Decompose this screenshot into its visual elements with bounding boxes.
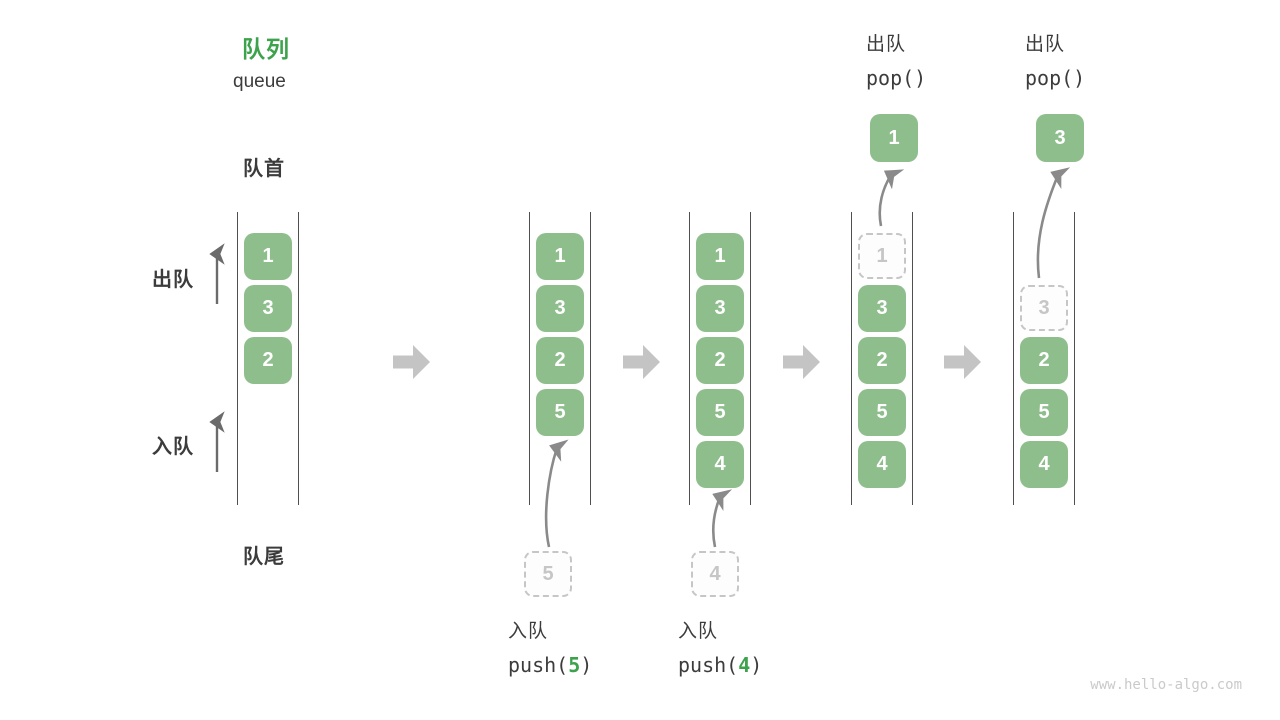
queue-item: 5: [696, 389, 744, 436]
push-arg: 4: [738, 653, 751, 677]
queue-state-5: 3 2 5 4: [1013, 212, 1075, 505]
queue-state-3: 1 3 2 5 4: [689, 212, 751, 505]
label-queue-rear: 队尾: [243, 546, 285, 568]
queue-item: 5: [1020, 389, 1068, 436]
queue-item: 4: [696, 441, 744, 488]
queue-item: 5: [536, 389, 584, 436]
push-arg: 5: [568, 653, 581, 677]
label-queue-front: 队首: [243, 158, 285, 180]
operation-label: 入队: [678, 621, 719, 642]
popped-element: 1: [870, 114, 918, 162]
right-block-arrow-icon: [944, 345, 981, 379]
queue-item: 2: [1020, 337, 1068, 384]
queue-state-2: 1 3 2 5: [529, 212, 591, 505]
operation-pop2: 出队 pop(): [1025, 34, 1086, 90]
queue-state-4: 1 3 2 5 4: [851, 212, 913, 505]
ghost-element: 3: [1020, 285, 1068, 331]
queue-item: 3: [536, 285, 584, 332]
right-block-arrow-icon: [393, 345, 430, 379]
page-subtitle: queue: [233, 71, 286, 92]
operation-push5: 入队 push(5): [508, 621, 593, 677]
watermark: www.hello-algo.com: [1090, 677, 1242, 693]
queue-item: 4: [858, 441, 906, 488]
operation-label: 入队: [508, 621, 549, 642]
popped-element: 3: [1036, 114, 1084, 162]
operation-label: 出队: [1025, 34, 1066, 55]
queue-item: 3: [244, 285, 292, 332]
queue-item: 2: [244, 337, 292, 384]
queue-item: 2: [858, 337, 906, 384]
operation-push4: 入队 push(4): [678, 621, 763, 677]
label-enqueue-side: 入队: [152, 436, 194, 458]
queue-item: 1: [696, 233, 744, 280]
incoming-element: 4: [691, 551, 739, 597]
queue-item: 3: [858, 285, 906, 332]
queue-item: 1: [244, 233, 292, 280]
queue-item: 4: [1020, 441, 1068, 488]
operation-pop1: 出队 pop(): [866, 34, 927, 90]
queue-item: 2: [536, 337, 584, 384]
ghost-element: 1: [858, 233, 906, 279]
label-dequeue-side: 出队: [152, 269, 194, 291]
right-block-arrow-icon: [783, 345, 820, 379]
page-title: 队列: [242, 36, 290, 62]
queue-item: 1: [536, 233, 584, 280]
queue-item: 3: [696, 285, 744, 332]
queue-item: 2: [696, 337, 744, 384]
operation-label: 出队: [866, 34, 907, 55]
queue-state-1: 1 3 2: [237, 212, 299, 505]
incoming-element: 5: [524, 551, 572, 597]
queue-item: 5: [858, 389, 906, 436]
right-block-arrow-icon: [623, 345, 660, 379]
